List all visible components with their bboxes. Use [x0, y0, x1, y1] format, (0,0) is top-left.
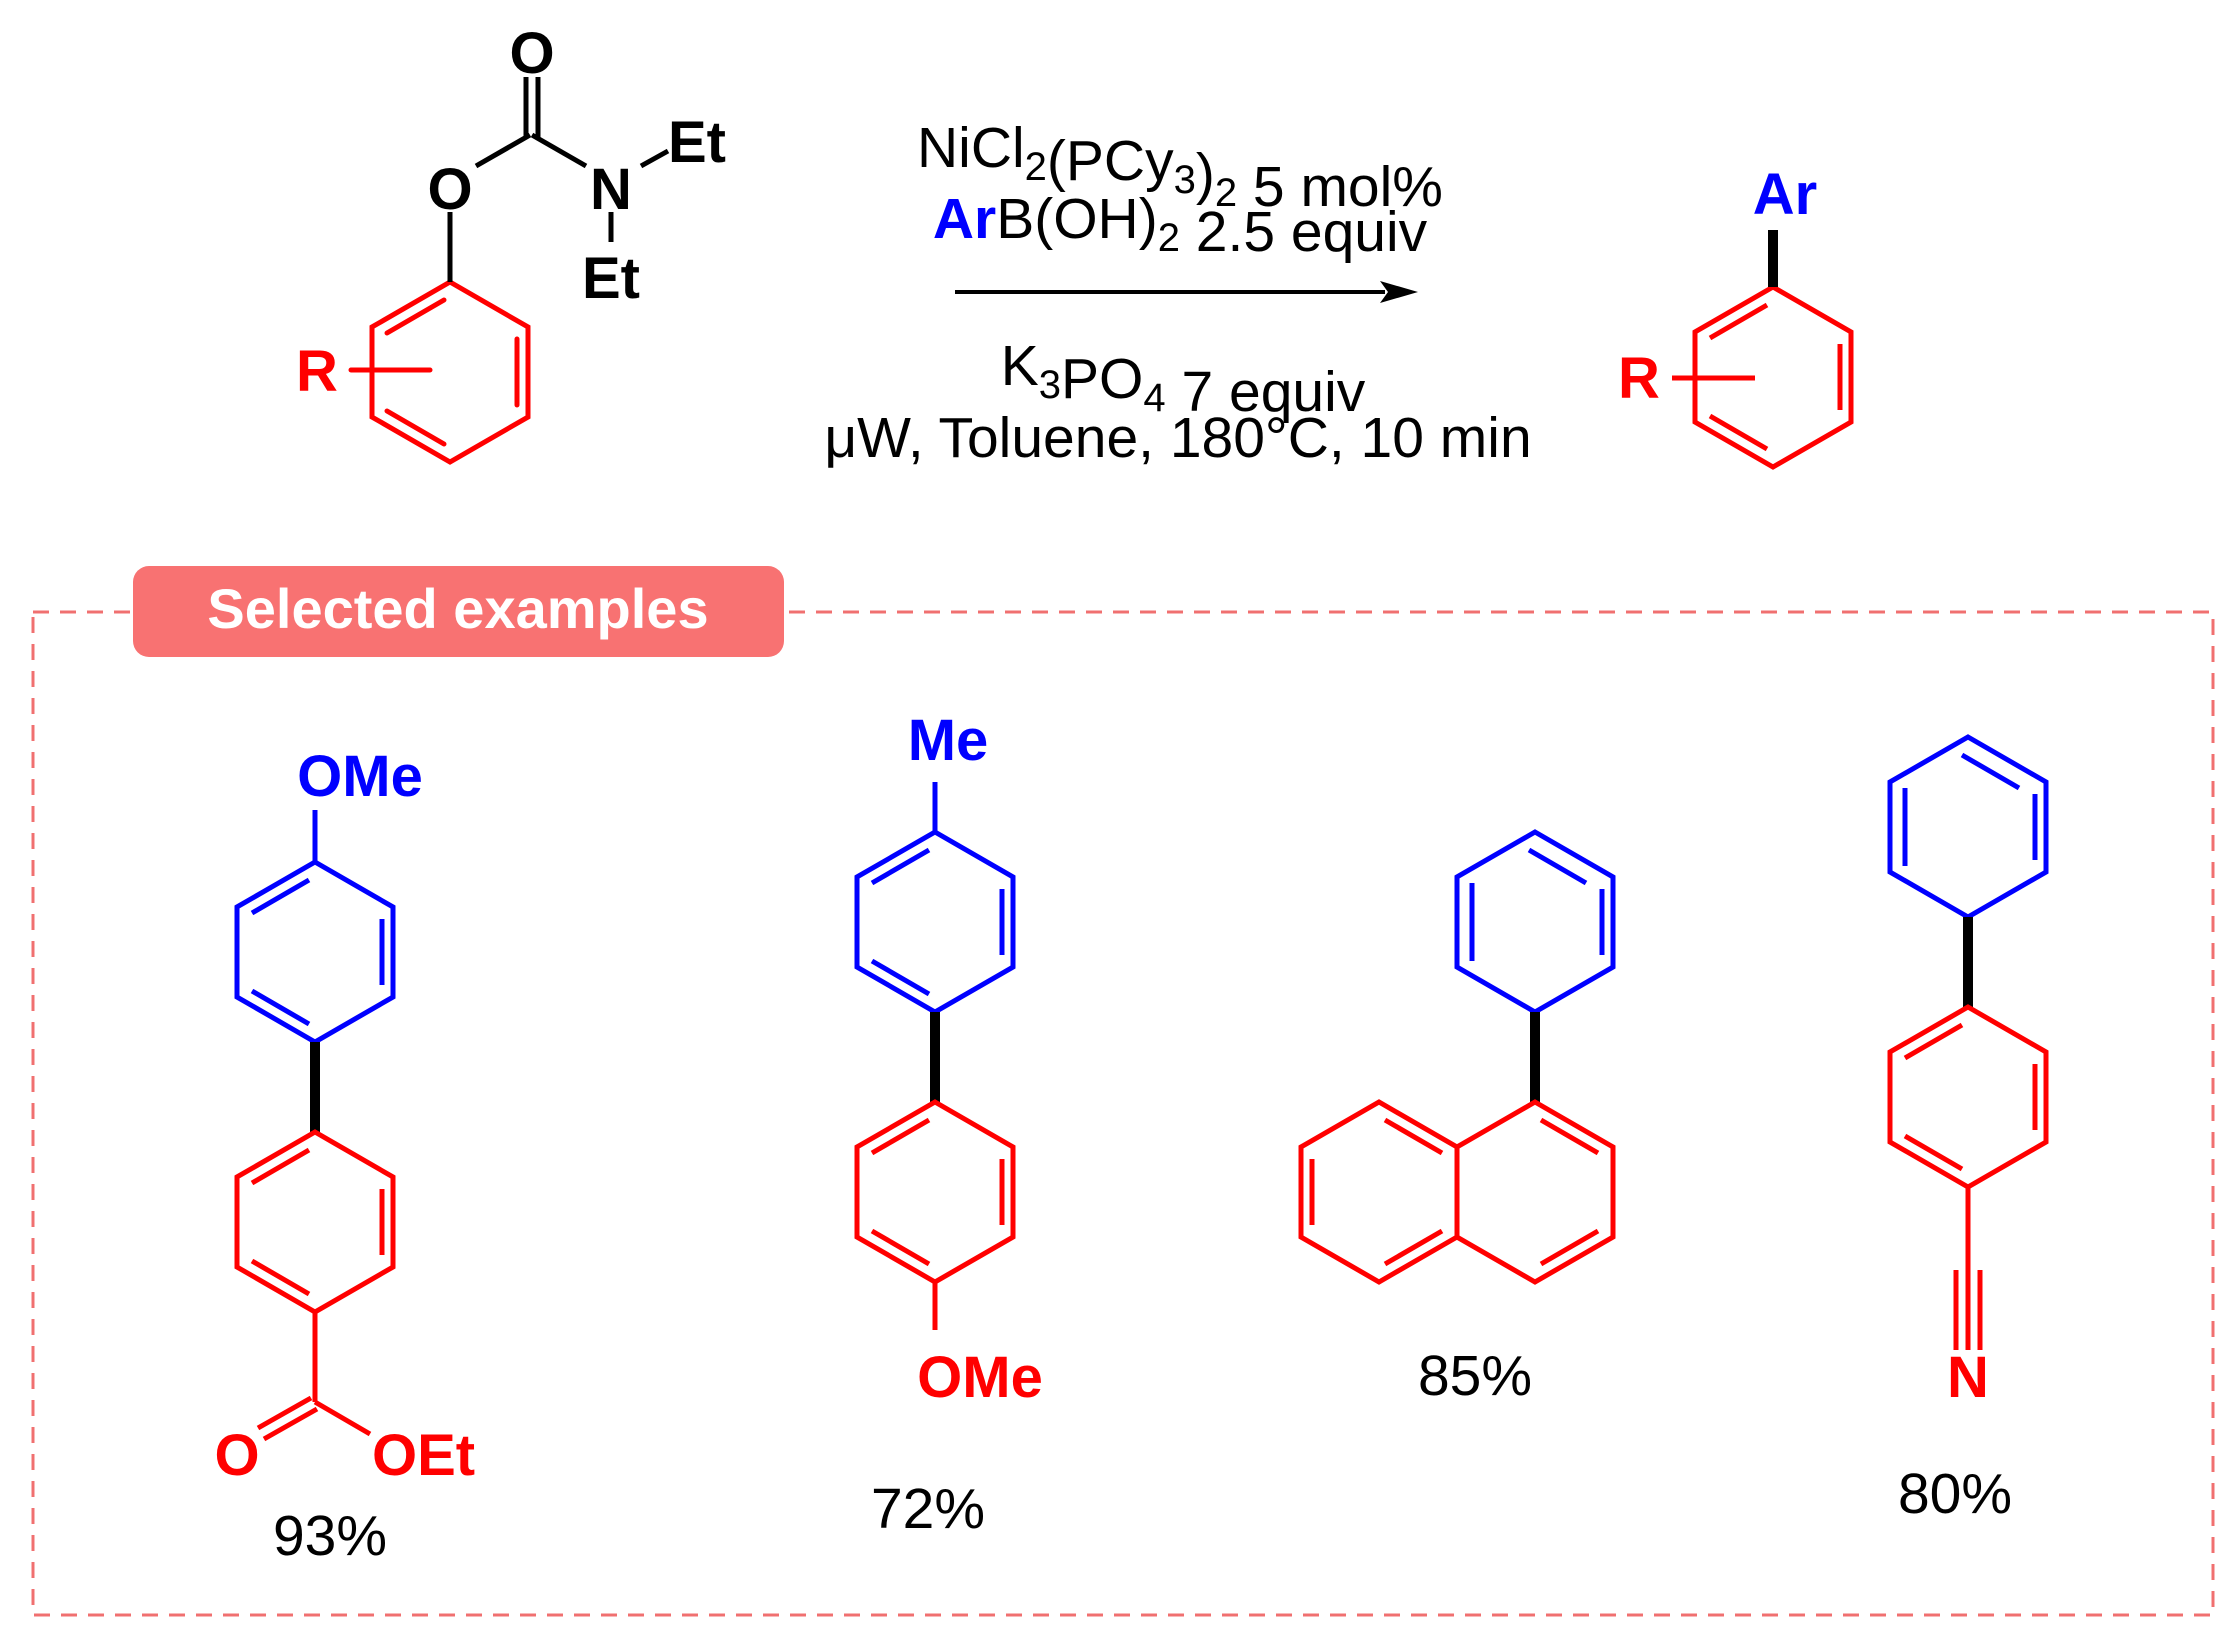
examples-title-badge [133, 566, 784, 657]
example-3-yield: 85% [1418, 1344, 1532, 1408]
r-substituent-label: R [296, 339, 338, 404]
examples-title: Selected examples [207, 577, 708, 640]
example-2-methyl-label: Me [908, 708, 989, 773]
example-4-cyanophenyl-ring [1887, 1004, 2049, 1350]
example-4-nitrile-nitrogen-label: N [1947, 1345, 1989, 1410]
example-1: OMe O OEt 93% [214, 744, 475, 1568]
base-text: K3PO4 7 equiv [1001, 334, 1366, 424]
ethyl-label-1: Et [668, 110, 726, 175]
ester-oxygen-label: O [427, 157, 472, 222]
example-2: Me OMe 72% [854, 708, 1043, 1541]
product-aryl-ring [1672, 284, 1854, 470]
product-r-label: R [1618, 346, 1660, 411]
reaction-arrow [955, 281, 1418, 303]
example-4-yield: 80% [1898, 1462, 2012, 1526]
examples-panel: Selected examples [31, 566, 2215, 1617]
solvent-temperature-text: μW, Toluene, 180°C, 10 min [824, 406, 1531, 470]
starting-aryl-ring [348, 279, 531, 465]
catalyst-text: NiCl2(PCy3)2 5 mol% [917, 116, 1443, 219]
ethyl-label-2: Et [582, 246, 640, 311]
example-4-phenyl-ring [1887, 734, 2049, 920]
example-2-anisyl-ring [854, 1099, 1016, 1330]
example-1-ethoxy-label: OEt [372, 1423, 475, 1488]
examples-dashed-frame [31, 610, 2215, 1617]
example-2-tolyl-ring [854, 782, 1016, 1015]
example-3: 85% [1298, 829, 1616, 1408]
example-1-carbonyl-oxygen-label: O [214, 1423, 259, 1488]
boronic-acid-line: B(OH)2 2.5 equiv [996, 187, 1427, 264]
product-aryl-label: Ar [1753, 162, 1817, 227]
example-1-anisyl-ring [234, 810, 396, 1045]
example-2-methoxy-label: OMe [917, 1345, 1043, 1410]
example-3-naphthyl-rings [1298, 1099, 1616, 1285]
product: Ar R [1618, 162, 1854, 470]
boronic-acid-text: ArB(OH)2 2.5 equiv [933, 187, 1428, 264]
nitrogen-label: N [590, 157, 632, 222]
example-1-ester-ring [234, 1129, 396, 1442]
carbonyl-oxygen-label: O [509, 21, 554, 86]
boronic-aryl-label: Ar [933, 187, 996, 251]
example-2-yield: 72% [871, 1477, 985, 1541]
example-4: N 80% [1887, 734, 2049, 1526]
starting-material: O O N Et Et R [296, 21, 726, 465]
catalyst-line: NiCl2(PCy3)2 5 mol% [917, 116, 1443, 219]
carbamate-bonds [447, 77, 670, 282]
reaction-conditions: NiCl2(PCy3)2 5 mol% ArB(OH)2 2.5 equiv K… [824, 116, 1531, 470]
example-3-phenyl-ring [1454, 829, 1616, 1015]
example-1-methoxy-label: OMe [297, 744, 423, 809]
example-1-yield: 93% [273, 1504, 387, 1568]
